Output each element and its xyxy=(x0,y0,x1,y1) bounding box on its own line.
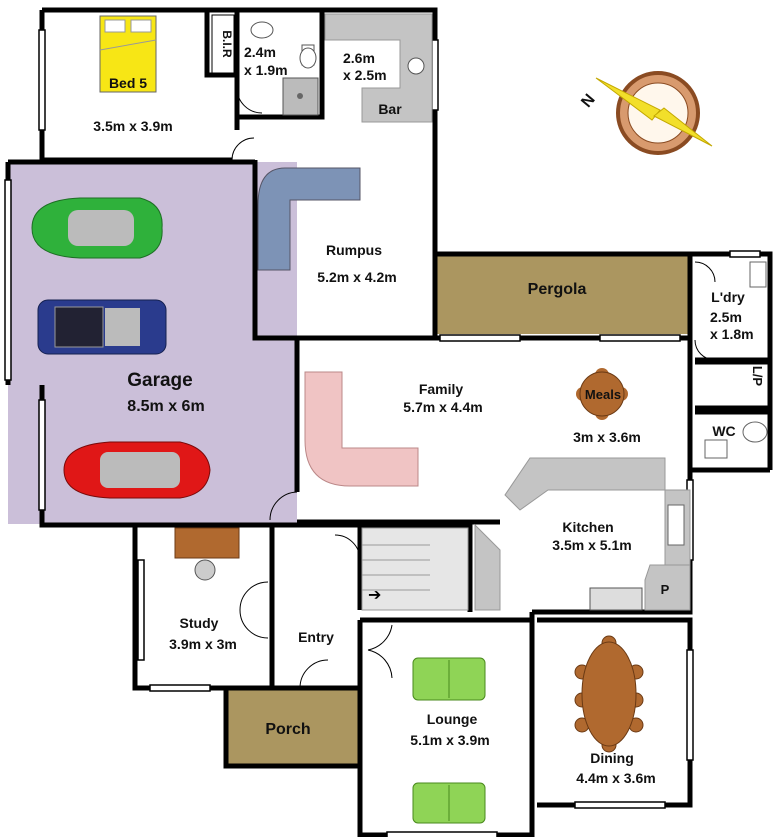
porch-area xyxy=(226,688,360,766)
garage-name: Garage xyxy=(127,370,192,391)
basin-icon xyxy=(250,21,274,39)
wc-basin-icon xyxy=(704,439,728,459)
doors xyxy=(231,87,716,689)
dining-table-icon xyxy=(574,635,644,753)
bar-counter xyxy=(324,13,433,123)
red-car-icon xyxy=(63,441,211,499)
laundry-size-line1: 2.5m xyxy=(710,309,742,325)
pergola-area xyxy=(436,254,690,334)
rumpus-size: 5.2m x 4.2m xyxy=(317,269,396,285)
laundry-name: L'dry xyxy=(711,289,745,305)
windows xyxy=(4,29,761,837)
meals-size: 3m x 3.6m xyxy=(573,429,641,445)
family-name: Family xyxy=(419,381,464,397)
lounge-size: 5.1m x 3.9m xyxy=(410,732,489,748)
cooktop-icon xyxy=(589,587,643,611)
pantry-label: P xyxy=(661,582,670,597)
bar-size-line1: 2.6m xyxy=(343,50,375,66)
bath-size-line2: x 1.9m xyxy=(244,62,288,78)
toilet-icon xyxy=(299,44,317,69)
family-size: 5.7m x 4.4m xyxy=(403,399,482,415)
green-car-icon xyxy=(31,197,163,259)
porch-name: Porch xyxy=(265,721,310,738)
compass-north-label: N xyxy=(578,91,598,111)
bar-name: Bar xyxy=(378,101,402,117)
dining-size: 4.4m x 3.6m xyxy=(576,770,655,786)
study-size: 3.9m x 3m xyxy=(169,636,237,652)
pergola-name: Pergola xyxy=(528,281,587,298)
bar-size-line2: x 2.5m xyxy=(343,67,387,83)
meals-table-icon xyxy=(576,368,628,420)
navy-suv-icon xyxy=(37,299,167,355)
kitchen-name: Kitchen xyxy=(562,519,613,535)
built-in-robe xyxy=(211,14,235,74)
bar-sink-icon xyxy=(407,57,425,75)
rumpus-name: Rumpus xyxy=(326,242,382,258)
kitchen-bench-left xyxy=(474,523,501,611)
dining-name: Dining xyxy=(590,750,634,766)
linen-press-label: L/P xyxy=(750,366,765,387)
stairs-icon xyxy=(361,527,469,611)
compass-icon xyxy=(595,71,713,155)
wc-toilet-icon xyxy=(742,421,768,443)
wc-name: WC xyxy=(712,423,735,439)
shower-icon xyxy=(282,77,319,116)
stairs-arrow-icon: ➔ xyxy=(368,587,381,604)
kitchen-size: 3.5m x 5.1m xyxy=(552,537,631,553)
office-chair-icon xyxy=(194,559,216,581)
bath-size-line1: 2.4m xyxy=(244,44,276,60)
lounge-sofa-bottom xyxy=(412,782,486,824)
study-name: Study xyxy=(180,615,219,631)
kitchen-island xyxy=(504,457,666,511)
bed5-size: 3.5m x 3.9m xyxy=(93,118,172,134)
bed-icon xyxy=(99,15,157,93)
rumpus-sofa xyxy=(257,167,361,271)
garage-size: 8.5m x 6m xyxy=(127,398,204,415)
meals-name: Meals xyxy=(585,387,621,402)
laundry-size-line2: x 1.8m xyxy=(710,326,754,342)
lounge-sofa-top xyxy=(412,657,486,701)
study-desk xyxy=(174,527,240,559)
family-sofa xyxy=(304,371,419,487)
entry-name: Entry xyxy=(298,629,334,645)
bir-label: B.I.R xyxy=(220,30,234,58)
bed5-name: Bed 5 xyxy=(109,75,147,91)
pantry xyxy=(644,564,691,611)
lounge-name: Lounge xyxy=(427,711,478,727)
kitchen-sink-icon xyxy=(667,504,685,546)
laundry-tub-icon xyxy=(749,261,767,288)
